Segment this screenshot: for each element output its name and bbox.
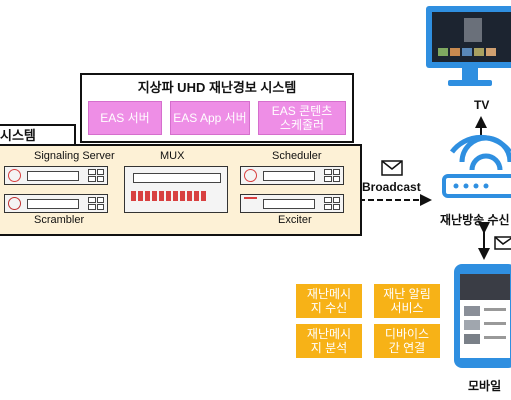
envelope-icon: [381, 160, 403, 176]
broadcast-label: Broadcast: [362, 180, 421, 194]
exciter-device: [240, 194, 344, 213]
mux-device: [124, 166, 228, 213]
service-message-analysis: 재난메시 지 분석: [296, 324, 362, 358]
signal-icon: [8, 169, 21, 182]
message-envelope-icon: [494, 236, 511, 250]
mobile-phone-icon: [454, 264, 511, 368]
wave-icon: [244, 197, 257, 210]
eas-server-box: EAS 서버: [88, 101, 162, 135]
exciter-label: Exciter: [278, 214, 312, 226]
service-alert-notification: 재난 알림 서비스: [374, 284, 440, 318]
service-device-connection: 디바이스 간 연결: [374, 324, 440, 358]
signaling-server-label: Signaling Server: [34, 150, 115, 162]
clock-icon: [244, 169, 257, 182]
broadcast-system-box: Signaling Server Scrambler MUX Scheduler…: [0, 144, 362, 236]
service-message-receive: 재난메시 지 수신: [296, 284, 362, 318]
eas-system-box: 지상파 UHD 재난경보 시스템 EAS 서버 EAS App 서버 EAS 콘…: [80, 73, 354, 143]
eas-app-server-box: EAS App 서버: [170, 101, 250, 135]
signaling-server-device: [4, 166, 108, 185]
scheduler-label: Scheduler: [272, 150, 322, 162]
tv-label: TV: [474, 98, 490, 112]
scrambler-label: Scrambler: [34, 214, 85, 226]
tv-icon: [426, 6, 511, 86]
eas-system-title: 지상파 UHD 재난경보 시스템: [137, 80, 297, 95]
receiver-label: 재난방송 수신: [440, 213, 510, 227]
fingerprint-icon: [8, 197, 21, 210]
scheduler-device: [240, 166, 344, 185]
eas-content-scheduler-box: EAS 콘텐츠 스케줄러: [258, 101, 346, 135]
scrambler-device: [4, 194, 108, 213]
receiver-router-icon: [442, 134, 511, 198]
mux-label: MUX: [160, 150, 185, 162]
mobile-label: 모바일: [468, 379, 502, 393]
